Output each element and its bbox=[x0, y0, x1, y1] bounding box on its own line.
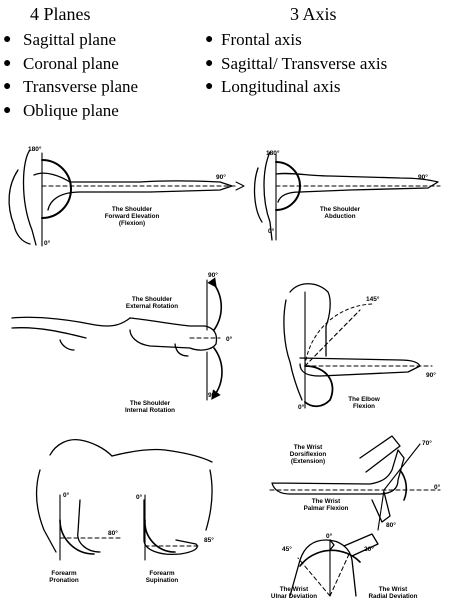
bullet-icon: ● bbox=[3, 102, 12, 118]
figure-caption: Forearm Supination bbox=[145, 570, 179, 584]
figure-caption: The Wrist Radial Deviation bbox=[368, 586, 418, 600]
degree-label: 90° bbox=[216, 174, 226, 181]
bullet-icon: ● bbox=[3, 55, 12, 71]
shoulder-flexion-figure bbox=[8, 149, 245, 247]
list-item: ●Oblique plane bbox=[3, 99, 138, 123]
figure-caption: Forearm Pronation bbox=[49, 570, 79, 584]
planes-heading: 4 Planes bbox=[30, 4, 91, 24]
degree-label: 180° bbox=[266, 150, 280, 157]
list-item: ●Coronal plane bbox=[3, 52, 138, 76]
shoulder-abduction-figure bbox=[253, 151, 441, 241]
forearm-rotation-figure bbox=[35, 438, 213, 561]
degree-label: 0° bbox=[298, 404, 305, 411]
degree-label: 70° bbox=[422, 440, 432, 447]
wrist-deviation-figure bbox=[289, 533, 379, 597]
degree-label: 90° bbox=[418, 174, 428, 181]
figure-caption: The Wrist Dorsiflexion (Extension) bbox=[289, 444, 327, 465]
list-item: ●Sagittal/ Transverse axis bbox=[205, 52, 387, 76]
degree-label: 180° bbox=[28, 146, 42, 153]
degree-label: 80° bbox=[386, 522, 396, 529]
degree-label: 0° bbox=[63, 492, 70, 499]
bullet-icon: ● bbox=[205, 55, 214, 71]
degree-label: 145° bbox=[366, 296, 380, 303]
degree-label: 80° bbox=[108, 530, 118, 537]
axes-heading: 3 Axis bbox=[290, 4, 337, 24]
degree-label: 45° bbox=[282, 546, 292, 553]
elbow-flexion-figure bbox=[283, 283, 433, 409]
figure-caption: The Shoulder Abduction bbox=[319, 206, 361, 220]
planes-list: ●Sagittal plane ●Coronal plane ●Transver… bbox=[3, 28, 138, 122]
degree-label: 90° bbox=[208, 272, 218, 279]
degree-label: 0° bbox=[268, 228, 275, 235]
figure-caption: The Shoulder Forward Elevation (Flexion) bbox=[104, 206, 160, 227]
figure-caption: The Shoulder Internal Rotation bbox=[124, 400, 176, 414]
bullet-icon: ● bbox=[3, 32, 12, 47]
wrist-flexion-figure bbox=[269, 435, 441, 531]
axes-list: ●Frontal axis ●Sagittal/ Transverse axis… bbox=[205, 28, 387, 99]
degree-label: 0° bbox=[326, 533, 333, 540]
list-item: ●Transverse plane bbox=[3, 75, 138, 99]
list-item: ●Sagittal plane bbox=[3, 28, 138, 52]
bullet-icon: ● bbox=[205, 79, 214, 94]
figure-caption: The Wrist Palmar Flexion bbox=[303, 498, 349, 512]
degree-label: 0° bbox=[136, 494, 143, 501]
degree-label: 0° bbox=[434, 484, 441, 491]
degree-label: 90° bbox=[208, 392, 218, 399]
figure-caption: The Shoulder External Rotation bbox=[125, 296, 179, 310]
figure-caption: The Elbow Flexion bbox=[348, 396, 380, 410]
degree-label: 0° bbox=[44, 240, 51, 247]
list-item: ●Longitudinal axis bbox=[205, 75, 387, 99]
figure-caption: The Wrist Ulnar Deviation bbox=[270, 586, 318, 600]
degree-label: 90° bbox=[426, 372, 436, 379]
bullet-icon: ● bbox=[3, 79, 12, 94]
degree-label: 85° bbox=[204, 537, 214, 544]
list-item: ●Frontal axis bbox=[205, 28, 387, 52]
shoulder-rotation-figure bbox=[11, 277, 223, 401]
bullet-icon: ● bbox=[205, 32, 214, 47]
degree-label: 20° bbox=[364, 546, 374, 553]
degree-label: 0° bbox=[226, 336, 233, 343]
